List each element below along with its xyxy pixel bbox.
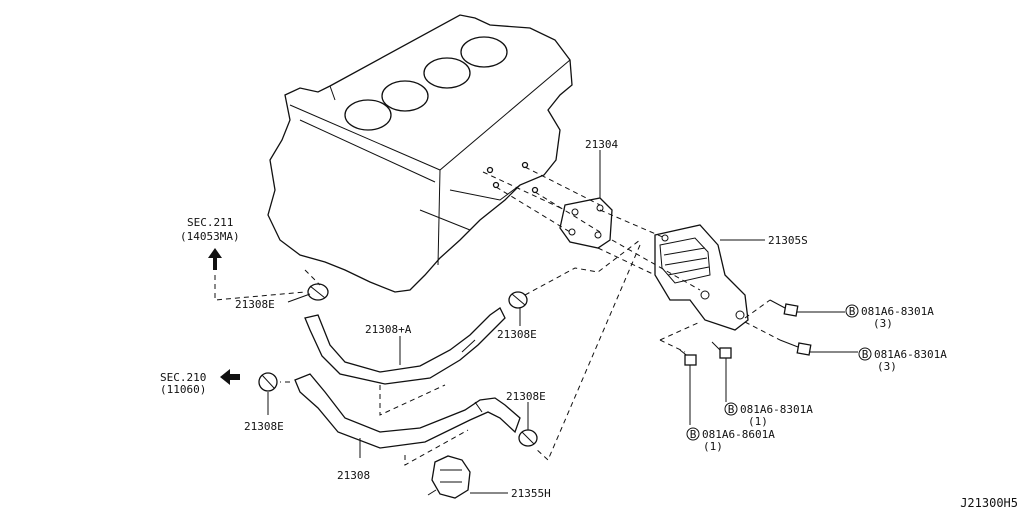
bolt-left [679,349,697,366]
label-21308: 21308 [337,469,370,482]
diagram-code: J21300H5 [960,496,1018,510]
label-21308e-lower-left: 21308E [244,420,284,433]
label-bolt3-qty: (1) [748,415,768,428]
engine-block [267,14,573,293]
bolt-right-upper [769,299,799,317]
svg-text:B: B [728,403,735,416]
label-21308e-middle: 21308E [497,328,537,341]
label-bolt2-qty: (3) [877,360,897,373]
leader-lines [267,150,858,494]
label-sec211: SEC.211 [187,216,233,229]
label-bolt1: 081A6-8301A [861,305,934,318]
bolt-marker-1: B [845,304,859,318]
bolt-right-lower [779,339,812,356]
label-21355h: 21355H [511,487,551,500]
bolt-marker-2: B [858,347,872,361]
label-sec210: SEC.210 [160,371,206,384]
bolt-marker-4: B [686,427,700,441]
label-bolt1-qty: (3) [873,317,893,330]
svg-text:B: B [862,348,869,361]
clamp-21308e-lower-left [258,372,278,392]
hose-21308a [304,307,506,385]
oil-cooler-21305s [654,224,749,331]
label-bolt4-qty: (1) [703,440,723,453]
cylinder-bore-3 [423,57,471,89]
cylinder-bore-4 [460,36,508,68]
clamp-21308e-lower-right [518,429,538,447]
svg-text:B: B [690,428,697,441]
label-sec211-ref: (14053MA) [180,230,240,243]
arrow-left-sec210 [220,369,240,385]
bolt-marker-3: B [724,402,738,416]
arrow-up-sec211 [208,248,222,270]
dowel-pins [486,161,539,194]
label-bolt2: 081A6-8301A [874,348,947,361]
label-21308e-lower-right: 21308E [506,390,546,403]
cylinder-bore-2 [381,80,429,112]
clamp-21308e-middle [508,291,528,309]
svg-text:B: B [849,305,856,318]
label-21308e-upper-left: 21308E [235,298,275,311]
label-21304: 21304 [585,138,618,151]
hose-21308 [294,373,521,449]
label-bolt3: 081A6-8301A [740,403,813,416]
bracket-21355h [427,455,471,499]
label-bolt4: 081A6-8601A [702,428,775,441]
gasket-21304 [559,197,613,249]
clamp-21308e-upper-left [307,283,329,301]
cylinder-bore-1 [344,99,392,131]
dashed-reference-lines [214,166,781,466]
label-sec210-ref: (11060) [160,383,206,396]
bolt-center [711,341,732,359]
label-21305s: 21305S [768,234,808,247]
label-21308a: 21308+A [365,323,412,336]
